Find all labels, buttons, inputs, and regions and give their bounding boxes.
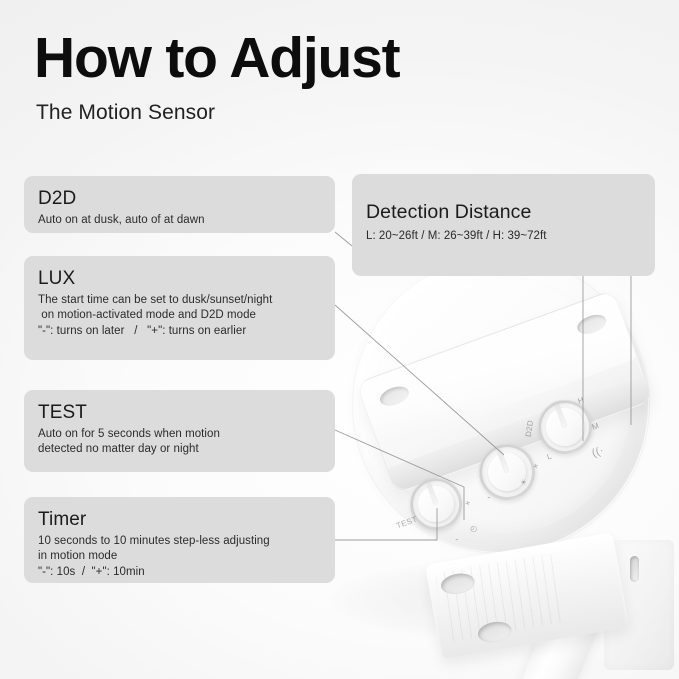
test-timer-dial[interactable]: [402, 470, 470, 538]
card-body-line: L: 20~26ft / M: 26~39ft / H: 39~72ft: [366, 229, 547, 242]
card-body-line: 10 seconds to 10 minutes step-less adjus…: [38, 535, 270, 548]
lamp-head-rim: [352, 256, 650, 554]
leader-line-lux: [334, 304, 505, 456]
mounting-plate: [604, 540, 674, 670]
motion-sensor-body: [355, 289, 654, 494]
bracket-hole: [439, 571, 477, 597]
mounting-plate-slot: [630, 556, 639, 582]
page-title: How to Adjust: [34, 26, 401, 90]
leader-line-timer: [335, 508, 438, 541]
card-body-line: Auto on for 5 seconds when motion: [38, 428, 220, 441]
marking-timer-plus: +: [463, 497, 473, 509]
card-title: LUX: [38, 268, 76, 289]
sensor-bottom-edge: [387, 375, 653, 493]
card-body-line: Auto on at dusk, auto of at dawn: [38, 214, 205, 227]
leader-line-test: [334, 429, 465, 520]
lamp-head-inner-disc: [372, 276, 630, 534]
card-body-line: "-": turns on later / "+": turns on earl…: [38, 324, 247, 337]
marking-lux-plus: +: [531, 460, 541, 472]
sensor-screw-hole: [574, 311, 609, 338]
dial-knob: [482, 447, 532, 497]
card-body-line: in motion mode: [38, 550, 118, 563]
sensor-screw-hole: [377, 383, 412, 410]
info-card-detection-distance: Detection Distance L: 20~26ft / M: 26~39…: [352, 174, 655, 276]
clock-icon: ◴: [468, 523, 479, 534]
marking-d2d: D2D: [523, 419, 536, 438]
page-header: How to Adjust The Motion Sensor: [34, 26, 401, 125]
bracket-ribs: [434, 552, 566, 643]
marking-lux-minus: -: [485, 491, 492, 503]
leader-line-d2d: [334, 231, 353, 247]
mounting-bracket: [425, 532, 629, 660]
marking-range-mid: M: [590, 421, 601, 432]
lux-dial[interactable]: [471, 436, 543, 508]
dial-knob: [540, 402, 589, 451]
lamp-drop-shadow: [330, 560, 670, 640]
bracket-hole: [476, 619, 514, 645]
dial-pointer: [496, 448, 510, 473]
info-card-timer: Timer 10 seconds to 10 minutes step-less…: [24, 497, 335, 583]
marking-range-high: H: [576, 395, 586, 406]
marking-test-label: TEST: [395, 514, 419, 531]
info-card-d2d: D2D Auto on at dusk, auto of at dawn: [24, 176, 335, 233]
card-title: D2D: [38, 188, 77, 209]
dial-pointer: [426, 482, 438, 505]
dial-pointer: [555, 404, 567, 428]
card-title: TEST: [38, 402, 87, 423]
lamp-head: [352, 256, 648, 552]
card-title: Timer: [38, 509, 87, 530]
page-subtitle: The Motion Sensor: [36, 101, 216, 124]
card-body-line: The start time can be set to dusk/sunset…: [38, 294, 273, 307]
sensor-groove: [393, 378, 639, 469]
dial-knob: [412, 480, 460, 528]
sun-icon: ☀: [518, 476, 529, 489]
card-body-line: "-": 10s / "+": 10min: [38, 565, 145, 578]
card-body-line: on motion-activated mode and D2D mode: [38, 309, 256, 322]
card-title: Detection Distance: [366, 201, 532, 223]
marking-timer-minus: -: [453, 533, 460, 545]
marking-range-low: L: [545, 451, 554, 462]
info-card-lux: LUX The start time can be set to dusk/su…: [24, 256, 335, 360]
sensor-face: [356, 290, 638, 452]
card-body-line: detected no matter day or night: [38, 443, 199, 456]
mounting-arm-pole: [521, 578, 611, 679]
detection-distance-dial[interactable]: [530, 392, 600, 462]
signal-wave-icon: ((·: [590, 444, 606, 460]
info-card-test: TEST Auto on for 5 seconds when motion d…: [24, 390, 335, 472]
